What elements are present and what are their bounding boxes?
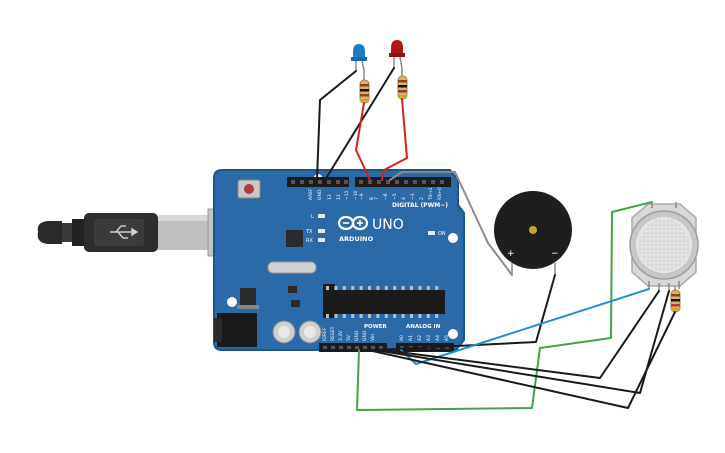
wire-red-led-red[interactable] xyxy=(381,98,408,181)
mounting-hole xyxy=(448,329,458,339)
digital-pin-label: ~11 xyxy=(344,190,350,200)
digital-pin-label: 7 xyxy=(374,197,380,200)
piezo-buzzer[interactable]: + − xyxy=(494,191,572,275)
crystal xyxy=(267,261,317,274)
digital-pin-label: 2 xyxy=(419,197,425,200)
arduino-logo-icon xyxy=(337,215,369,231)
mounting-hole xyxy=(227,297,237,307)
analog-pin-label: A2 xyxy=(417,335,423,341)
digital-pin-label: TX→1 xyxy=(428,187,434,201)
power-pin-label: Vin xyxy=(370,334,376,341)
digital-pin-label: 4 xyxy=(401,197,407,200)
gas-sensor[interactable] xyxy=(629,202,699,291)
digital-header-right xyxy=(355,177,451,187)
digital-pin-label: ~10 xyxy=(353,190,359,200)
wire-green-sensor[interactable] xyxy=(356,201,653,411)
led-l xyxy=(318,214,325,218)
digital-pin-label: 8 xyxy=(369,197,375,200)
led-l-label: L xyxy=(311,214,314,220)
wire-black-sensor-2[interactable] xyxy=(374,290,670,394)
led-tx xyxy=(318,229,325,233)
buzzer-plus-label: + xyxy=(507,249,515,259)
atmega-chip xyxy=(323,284,445,318)
power-pin-label: GND xyxy=(354,330,360,341)
digital-pin-label: ~6 xyxy=(383,193,389,200)
digital-pin-label: ~9 xyxy=(359,193,365,200)
power-pin-label: 5V xyxy=(346,334,352,341)
power-pin-label: 3.3V xyxy=(338,330,344,341)
resistor-red-led[interactable] xyxy=(397,68,408,100)
power-pin-label: IOREF xyxy=(322,327,328,341)
wire-red-led-blue[interactable] xyxy=(355,102,371,181)
led-red[interactable] xyxy=(389,40,405,69)
voltage-regulator xyxy=(240,288,256,306)
digital-pin-label: RX←0 xyxy=(437,187,443,200)
resistor-blue-led[interactable] xyxy=(359,70,370,104)
analog-header-label: ANALOG IN xyxy=(406,324,441,330)
buzzer-minus-label: − xyxy=(551,249,559,259)
digital-pin-label: ~5 xyxy=(392,193,398,200)
power-header-label: POWER xyxy=(364,324,388,330)
gnd-label: GND xyxy=(317,189,323,200)
reset-button[interactable] xyxy=(237,179,261,199)
capacitor xyxy=(272,320,296,344)
resistor-gas-sensor[interactable] xyxy=(670,282,681,313)
digital-pin-label: 13 xyxy=(327,194,333,200)
led-blue[interactable] xyxy=(351,44,367,71)
on-led xyxy=(428,231,435,235)
power-jack[interactable] xyxy=(214,313,257,347)
wires xyxy=(316,67,676,411)
analog-pin-label: A1 xyxy=(408,335,414,341)
power-header xyxy=(319,343,387,352)
model-label: UNO xyxy=(372,217,404,233)
digital-header-label: DIGITAL (PWM~) xyxy=(392,202,448,209)
aref-label: AREF xyxy=(308,188,314,200)
led-rx-label: RX xyxy=(306,238,313,244)
led-rx xyxy=(318,238,325,242)
analog-pin-label: A3 xyxy=(426,335,432,341)
on-label: ON xyxy=(438,231,446,237)
led-tx-label: TX xyxy=(305,229,313,235)
mounting-hole xyxy=(448,233,458,243)
digital-pin-label: 12 xyxy=(336,194,342,200)
analog-pin-label: A4 xyxy=(435,335,441,341)
brand-label: ARDUINO xyxy=(339,235,374,243)
digital-pin-label: ~3 xyxy=(410,193,416,200)
wire-black-led-blue[interactable] xyxy=(316,70,357,181)
power-pin-label: RESET xyxy=(330,326,336,341)
analog-pin-label: A5 xyxy=(444,335,450,341)
wire-black-buzzer-minus[interactable] xyxy=(375,274,556,351)
wire-gray-buzzer-plus[interactable] xyxy=(389,171,513,276)
analog-pin-label: A0 xyxy=(399,335,405,341)
power-pin-label: GND xyxy=(362,330,368,341)
usb-icon xyxy=(110,225,139,239)
capacitor xyxy=(298,320,322,344)
wire-black-sensor-3[interactable] xyxy=(367,311,676,409)
usb-chip xyxy=(286,230,303,247)
wire-black-sensor-1[interactable] xyxy=(382,290,660,379)
